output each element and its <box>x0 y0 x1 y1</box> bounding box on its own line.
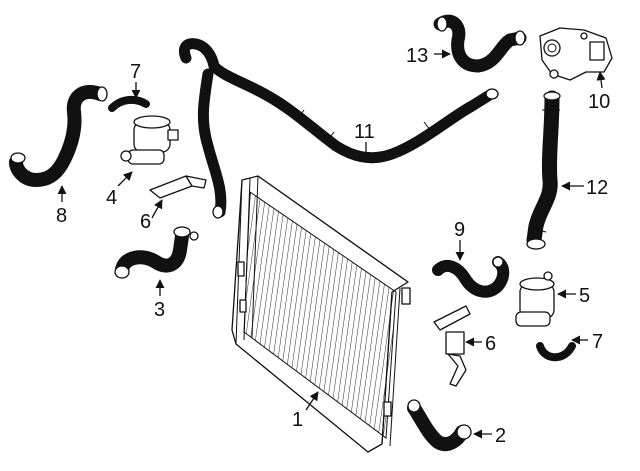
clamp-7-upper <box>108 95 150 112</box>
bracket-6-left <box>149 175 207 199</box>
aux-pump-4 <box>120 115 179 165</box>
callout-6-left: 6 <box>140 211 151 233</box>
callout-8: 8 <box>56 205 67 227</box>
callout-6-right: 6 <box>485 333 496 355</box>
hose-9 <box>432 256 510 298</box>
callout-10: 10 <box>588 91 610 113</box>
hose-8 <box>9 85 108 187</box>
thermostat-housing-10 <box>539 27 613 81</box>
hose-13 <box>433 14 527 73</box>
callout-1: 1 <box>292 409 303 431</box>
callout-13: 13 <box>406 45 428 67</box>
callout-3: 3 <box>154 299 165 321</box>
bracket-6-right <box>433 305 471 387</box>
callout-12: 12 <box>586 177 608 199</box>
callout-5: 5 <box>579 285 590 307</box>
callout-labels: 1 2 3 4 5 6 6 7 7 8 9 10 11 12 13 <box>56 45 610 447</box>
hose-3 <box>114 226 199 279</box>
radiator-hose-11 <box>179 38 499 219</box>
callout-2: 2 <box>495 425 506 447</box>
radiator <box>231 175 411 453</box>
callout-7-right: 7 <box>592 331 603 353</box>
hose-2 <box>407 399 472 452</box>
callout-leaders <box>57 49 606 439</box>
clamp-7-right <box>536 342 576 362</box>
callout-11: 11 <box>354 121 375 143</box>
callout-4: 4 <box>106 187 117 209</box>
callout-7-upper: 7 <box>130 61 141 83</box>
hose-12 <box>526 90 561 250</box>
callout-9: 9 <box>454 219 465 241</box>
pump-5 <box>515 271 555 327</box>
